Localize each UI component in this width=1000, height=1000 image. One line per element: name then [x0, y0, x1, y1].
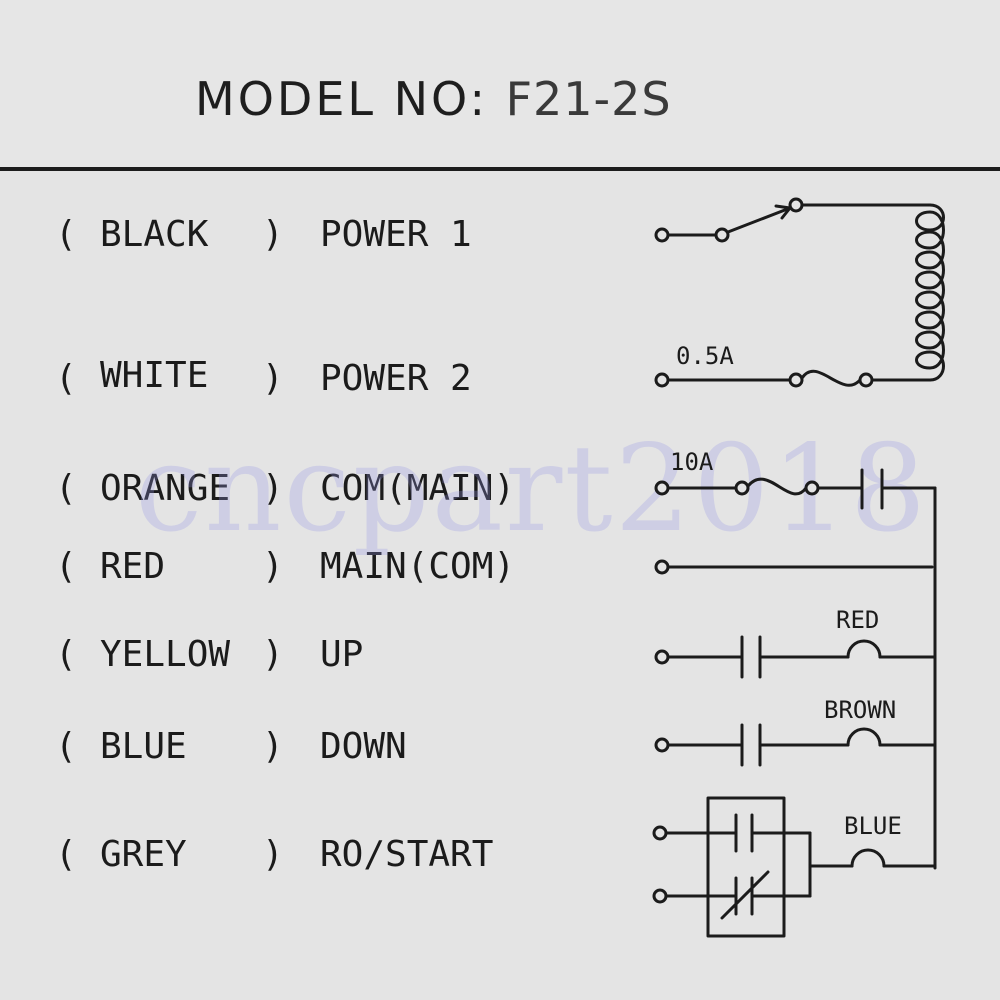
terminal-down — [654, 737, 670, 753]
wire-color: YELLOW — [100, 634, 231, 675]
row-open-paren: ( — [55, 634, 77, 675]
row-close-paren: ) — [262, 358, 284, 399]
terminal-main — [654, 559, 670, 575]
down-circuit — [654, 723, 937, 767]
fuse-power-label: 0.5A — [676, 342, 734, 370]
row-open-paren: ( — [55, 726, 77, 767]
terminal-up — [654, 649, 670, 665]
coil-start-label: BLUE — [844, 812, 902, 840]
model-label: MODEL NO: — [195, 72, 488, 126]
fuse-main-label: 10A — [670, 448, 714, 476]
wire-color: WHITE — [100, 355, 209, 396]
wire-function: POWER 1 — [320, 214, 472, 255]
wire-function: COM(MAIN) — [320, 468, 516, 509]
row-open-paren: ( — [55, 546, 77, 587]
coil-down-label: BROWN — [824, 696, 896, 724]
row-open-paren: ( — [55, 214, 77, 255]
wire-color: RED — [100, 546, 166, 587]
coil-up-label: RED — [836, 606, 879, 634]
row-open-paren: ( — [55, 468, 77, 509]
terminal-power1 — [654, 227, 670, 243]
row-close-paren: ) — [262, 634, 284, 675]
wire-function: RO/START — [320, 834, 494, 875]
wire-function: POWER 2 — [320, 358, 472, 399]
wire-color: BLUE — [100, 726, 187, 767]
up-circuit — [654, 635, 937, 679]
terminal-start-1 — [652, 825, 668, 841]
main-com-line — [654, 559, 934, 575]
header-divider — [0, 167, 1000, 171]
row-close-paren: ) — [262, 214, 284, 255]
row-close-paren: ) — [262, 834, 284, 875]
row-close-paren: ) — [262, 546, 284, 587]
main-fuse-contact — [654, 468, 937, 510]
header-panel: MODEL NO: F21-2S — [0, 0, 1000, 170]
start-circuit — [652, 796, 937, 938]
terminal-start-2 — [652, 888, 668, 904]
model-number: MODEL NO: F21-2S — [195, 72, 672, 126]
row-close-paren: ) — [262, 726, 284, 767]
row-close-paren: ) — [262, 468, 284, 509]
wire-color: BLACK — [100, 214, 209, 255]
row-open-paren: ( — [55, 358, 77, 399]
wire-color: ORANGE — [100, 468, 231, 509]
row-open-paren: ( — [55, 834, 77, 875]
transformer-coil — [915, 203, 945, 382]
power-switch — [654, 197, 932, 243]
wire-function: UP — [320, 634, 364, 675]
power2-fuse — [654, 369, 932, 388]
terminal-power2 — [654, 372, 670, 388]
wire-color: GREY — [100, 834, 187, 875]
model-value: F21-2S — [505, 72, 672, 126]
wire-function: DOWN — [320, 726, 407, 767]
wire-function: MAIN(COM) — [320, 546, 516, 587]
terminal-com — [654, 480, 670, 496]
